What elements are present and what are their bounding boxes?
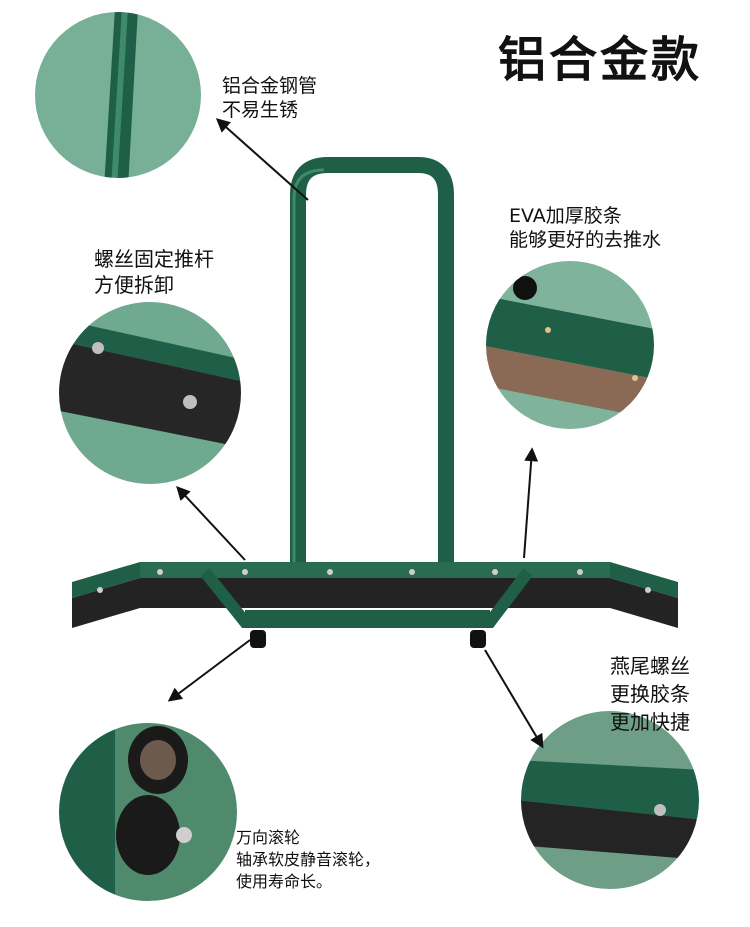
detail-wingnut-circle (519, 709, 701, 891)
callout-tube: 铝合金钢管 不易生锈 (222, 74, 317, 122)
arrow-wingnut (484, 649, 544, 749)
callout-wheel-line1: 万向滚轮 (236, 828, 301, 847)
caster-wheels (250, 630, 486, 648)
squeegee-product (72, 157, 678, 648)
detail-wheel-circle (57, 721, 239, 903)
arrow-eva (523, 447, 539, 559)
page-title: 铝合金款 (498, 32, 703, 88)
callout-wingnut-line2: 更换胶条 (610, 682, 690, 706)
arrow-wheel (167, 639, 251, 702)
callout-eva-line1: EVA加厚胶条 (509, 205, 622, 227)
arrow-tube (215, 118, 309, 201)
detail-eva-circle (484, 259, 656, 431)
callout-tube-line2: 不易生锈 (222, 99, 299, 121)
arrow-screw (176, 485, 246, 561)
detail-screw-circle (57, 300, 243, 486)
detail-tube-circle (33, 10, 203, 180)
callout-wheel-line3: 使用寿命长。 (236, 872, 333, 891)
callout-arrows (167, 118, 544, 749)
callout-screw-line1: 螺丝固定推杆 (94, 247, 214, 271)
callout-wingnut-line3: 更加快捷 (610, 710, 690, 734)
callout-wheel-line2: 轴承软皮静音滚轮， (236, 850, 381, 869)
callout-screw: 螺丝固定推杆 方便拆卸 (94, 246, 214, 298)
callout-wheel: 万向滚轮 轴承软皮静音滚轮， 使用寿命长。 (236, 827, 380, 893)
callout-eva-line2: 能够更好的去推水 (509, 229, 662, 251)
callout-wingnut: 燕尾螺丝 更换胶条 更加快捷 (610, 652, 690, 736)
callout-screw-line2: 方便拆卸 (94, 273, 174, 297)
callout-eva: EVA加厚胶条 能够更好的去推水 (509, 204, 661, 252)
push-handle (290, 157, 454, 600)
callout-tube-line1: 铝合金钢管 (222, 75, 318, 97)
callout-wingnut-line1: 燕尾螺丝 (610, 654, 690, 678)
